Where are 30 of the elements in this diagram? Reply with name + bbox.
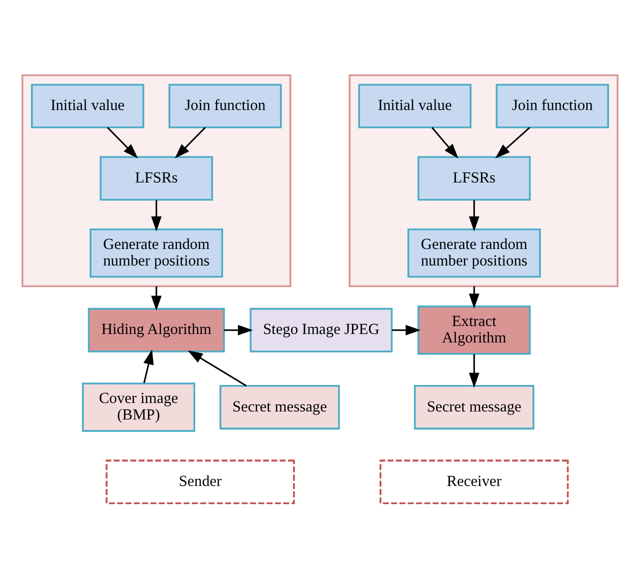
arrow: [392, 324, 421, 335]
node-box: Join function: [168, 83, 282, 128]
node-box: Cover image (BMP): [82, 382, 196, 432]
arrow: [468, 200, 480, 231]
node-box: Join function: [496, 83, 609, 128]
node-box: Sender: [106, 459, 295, 504]
node-box: Hiding Algorithm: [88, 307, 225, 352]
node-box: Secret message: [220, 384, 340, 429]
node-box: Receiver: [380, 459, 569, 504]
node-box: Extract Algorithm: [418, 305, 531, 354]
arrow: [106, 126, 138, 158]
arrow: [151, 200, 162, 231]
arrow: [188, 350, 247, 386]
arrow: [224, 324, 253, 335]
cluster: [348, 74, 618, 287]
arrow: [468, 354, 480, 388]
arrow: [143, 348, 154, 383]
node-box: Secret message: [414, 384, 534, 429]
node-box: Generate random number positions: [407, 228, 541, 278]
node-box: LFSRs: [418, 156, 531, 200]
cluster: [22, 74, 292, 287]
node-box: Generate random number positions: [90, 228, 224, 278]
arrow: [495, 126, 530, 158]
arrow: [431, 126, 458, 158]
node-box: LFSRs: [100, 156, 213, 200]
arrow: [151, 286, 162, 310]
node-box: Stego Image JPEG: [250, 307, 393, 352]
arrow: [174, 126, 206, 158]
node-box: Initial value: [31, 83, 144, 128]
node-box: Initial value: [358, 83, 472, 128]
